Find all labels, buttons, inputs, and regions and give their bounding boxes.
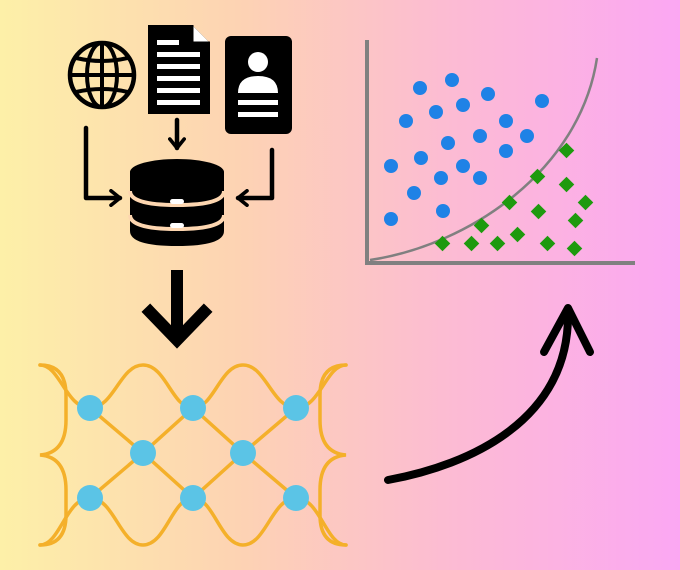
class-b-point: [501, 194, 518, 211]
network-node: [77, 485, 103, 511]
network-node: [77, 395, 103, 421]
network-node: [130, 440, 156, 466]
class-a-point: [473, 129, 487, 143]
curved-arrow-icon: [384, 304, 594, 484]
class-b-point: [489, 235, 506, 252]
class-b-point: [567, 212, 584, 229]
class-b-point: [558, 142, 575, 159]
class-a-point: [441, 136, 455, 150]
class-a-point: [434, 171, 448, 185]
class-a-point: [413, 81, 427, 95]
class-a-point: [384, 212, 398, 226]
document-icon: [148, 25, 210, 114]
scatter-plot-icon: [365, 40, 635, 265]
network-node: [283, 485, 309, 511]
class-a-point: [414, 151, 428, 165]
network-node: [283, 395, 309, 421]
class-b-point: [509, 226, 526, 243]
class-a-point: [499, 114, 513, 128]
class-a-point: [481, 87, 495, 101]
class-a-point: [407, 186, 421, 200]
class-a-point: [436, 204, 450, 218]
class-a-point: [445, 73, 459, 87]
class-b-point: [566, 240, 583, 257]
class-b-point: [463, 235, 480, 252]
database-icon: [128, 159, 226, 246]
class-a-point: [473, 171, 487, 185]
globe-icon: [67, 40, 137, 110]
decision-boundary: [369, 57, 599, 262]
class-a-point: [384, 159, 398, 173]
class-a-point: [456, 159, 470, 173]
class-b-point: [529, 168, 546, 185]
input-arrows: [83, 117, 275, 207]
class-a-point: [399, 114, 413, 128]
id-card-icon: [225, 36, 292, 134]
class-b-point: [473, 217, 490, 234]
class-a-point: [499, 144, 513, 158]
class-a-point: [520, 129, 534, 143]
class-b-point: [434, 235, 451, 252]
network-node: [230, 440, 256, 466]
class-a-point: [535, 94, 549, 108]
class-b-point: [577, 194, 594, 211]
class-b-point: [539, 235, 556, 252]
network-node: [180, 485, 206, 511]
class-a-point: [456, 98, 470, 112]
neural-network-icon: [38, 363, 348, 547]
class-b-point: [558, 176, 575, 193]
class-a-point: [429, 105, 443, 119]
network-node: [180, 395, 206, 421]
class-b-point: [530, 203, 547, 220]
down-arrow-icon: [141, 270, 213, 349]
